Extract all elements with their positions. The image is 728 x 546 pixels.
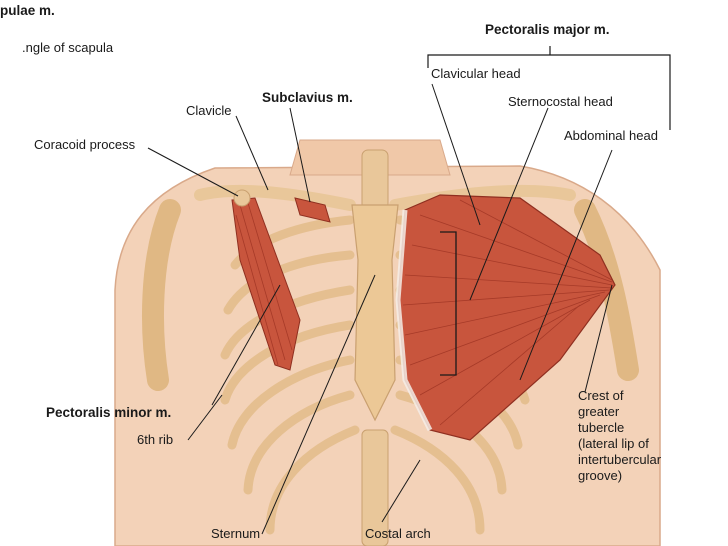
crest-label-line-5: intertubercular xyxy=(578,452,662,467)
subclavius-label: Subclavius m. xyxy=(262,90,353,105)
crest-label-line-6: groove) xyxy=(578,468,623,483)
costal-arch-label: Costal arch xyxy=(365,526,431,541)
sixth-rib-label: 6th rib xyxy=(137,432,174,447)
scapulae-muscle-label: pulae m. xyxy=(0,3,55,18)
crest-label-line-4: (lateral lip of xyxy=(578,436,649,451)
pectoralis-minor-label: Pectoralis minor m. xyxy=(46,405,172,420)
abdominal-head-label: Abdominal head xyxy=(564,128,658,143)
clavicle-left xyxy=(194,184,356,211)
pectoralis-major-fibers xyxy=(402,199,613,426)
subclavius-muscle xyxy=(294,197,331,223)
sternum-label: Sternum xyxy=(211,526,261,541)
cervical-spine xyxy=(361,149,389,211)
clavicle-right xyxy=(389,184,576,211)
sternum-bone xyxy=(351,204,399,422)
pectoralis-minor-fibers xyxy=(235,202,293,366)
sternocostal-head-label: Sternocostal head xyxy=(508,94,613,109)
sternocostal-bracket xyxy=(440,231,457,376)
pectoralis-major-label: Pectoralis major m. xyxy=(485,22,610,37)
clavicular-head-label: Clavicular head xyxy=(431,66,521,81)
crest-label-line-3: tubercle xyxy=(578,420,625,435)
leader-lines xyxy=(147,83,613,535)
lumbar-spine xyxy=(361,429,389,546)
humerus-right xyxy=(574,199,639,381)
crest-label-line-2: greater xyxy=(578,404,620,419)
clavicle-label: Clavicle xyxy=(186,103,232,118)
coracoid-process-label: Coracoid process xyxy=(34,137,136,152)
pectoralis-minor-muscle xyxy=(231,197,301,371)
pectoralis-major-bracket xyxy=(427,46,671,130)
crest-label-line-1: Crest of xyxy=(578,388,624,403)
pectoralis-major-aponeurosis xyxy=(395,209,433,432)
humerus-left xyxy=(142,199,181,391)
angle-of-scapula-label: .ngle of scapula xyxy=(22,40,114,55)
coracoid-process-bone xyxy=(233,189,251,207)
